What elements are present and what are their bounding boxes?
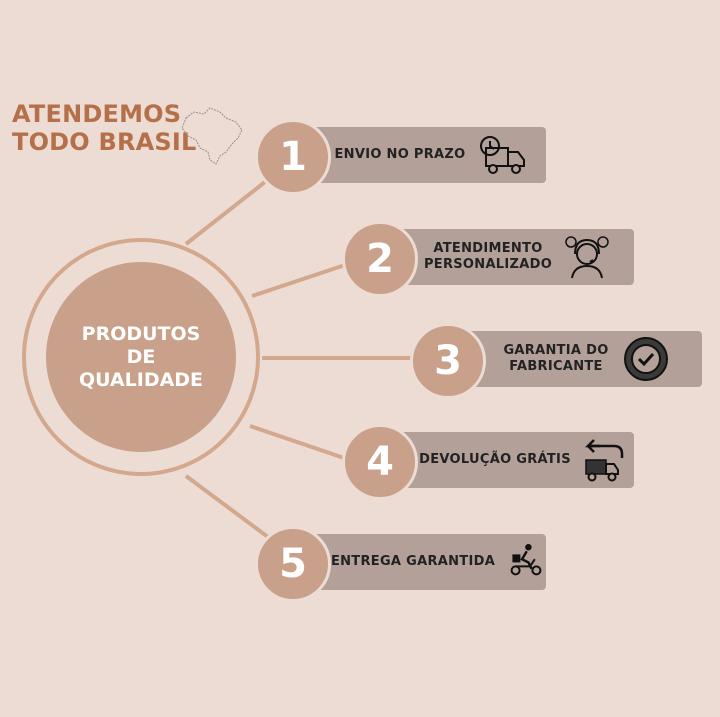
- brazil-map-icon: [181, 107, 243, 165]
- header-line-1: ATENDEMOS: [12, 100, 182, 128]
- quality-seal-icon: [624, 337, 668, 381]
- hub-line-2: DE: [126, 345, 156, 368]
- item-number-4: 4: [342, 424, 418, 500]
- connector-5: [184, 474, 274, 542]
- item-number-1: 1: [255, 119, 331, 195]
- connector-2: [251, 262, 349, 298]
- item-label-4: DEVOLUÇÃO GRÁTIS: [419, 452, 571, 467]
- item-bar-5: ENTREGA GARANTIDA: [294, 534, 546, 590]
- hub-circle: PRODUTOS DE QUALIDADE: [46, 262, 236, 452]
- item-label-1: ENVIO NO PRAZO: [334, 147, 466, 162]
- item-label-3: GARANTIA DO FABRICANTE: [503, 343, 609, 374]
- item-label-5: ENTREGA GARANTIDA: [330, 554, 496, 569]
- item-bar-2: ATENDIMENTO PERSONALIZADO: [382, 229, 634, 285]
- motorbike-delivery-icon: [510, 544, 542, 576]
- item-bar-1: ENVIO NO PRAZO: [294, 127, 546, 183]
- hub-line-1: PRODUTOS: [81, 322, 201, 345]
- hub-ring: [22, 238, 260, 476]
- customer-support-agent-icon: [565, 236, 609, 279]
- hub-line-3: QUALIDADE: [78, 368, 204, 391]
- connector-4: [249, 424, 351, 462]
- return-truck-icon: [584, 439, 624, 482]
- header-title: ATENDEMOS TODO BRASIL: [12, 100, 197, 156]
- item-number-2: 2: [342, 221, 418, 297]
- item-label-2: ATENDIMENTO PERSONALIZADO: [423, 241, 553, 272]
- connector-1: [184, 176, 272, 246]
- item-number-5: 5: [255, 526, 331, 602]
- header-line-2: TODO BRASIL: [12, 128, 197, 156]
- delivery-truck-clock-icon: [480, 136, 525, 174]
- item-number-3: 3: [410, 323, 486, 399]
